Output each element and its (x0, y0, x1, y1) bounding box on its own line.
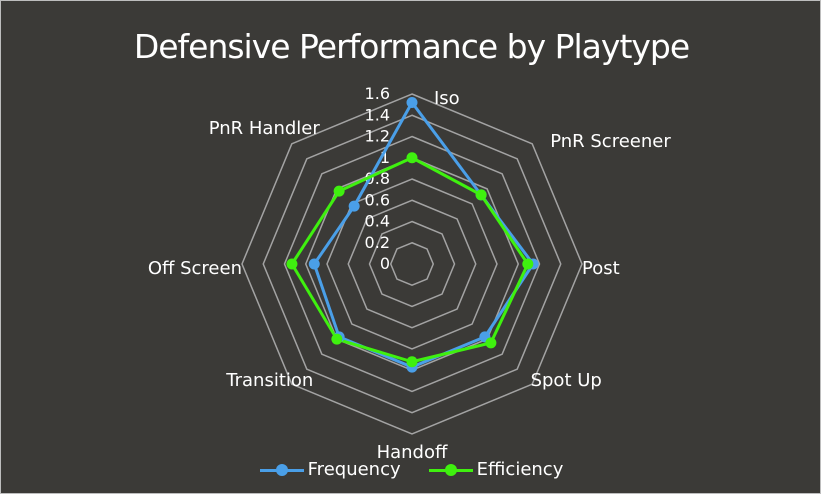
legend-label-frequency: Frequency (307, 459, 401, 480)
tick-label: 1.6 (365, 84, 390, 103)
category-label: Transition (225, 370, 313, 391)
data-point-efficiency (406, 356, 418, 368)
grid-ring-1 (389, 241, 435, 287)
category-label: PnR Screener (550, 131, 671, 152)
tick-label: 1.2 (365, 127, 390, 146)
grid-ring-3 (347, 199, 477, 329)
legend-item-efficiency: Efficiency (428, 459, 564, 480)
data-point-frequency (406, 97, 418, 108)
data-point-frequency (348, 200, 360, 212)
category-label: Spot Up (531, 370, 602, 391)
tick-label: 0.4 (365, 212, 390, 231)
tick-label: 0.2 (365, 233, 390, 252)
tick-label: 0 (380, 254, 390, 273)
data-point-efficiency (286, 258, 298, 270)
grid-ring-2 (368, 220, 456, 308)
data-point-efficiency (485, 337, 497, 349)
category-label: Off Screen (148, 258, 242, 279)
category-label: Iso (434, 88, 460, 109)
data-point-efficiency (522, 258, 534, 270)
tick-label: 1.4 (365, 105, 390, 124)
grid-ring-6 (283, 135, 541, 393)
series-line-efficiency (290, 156, 530, 364)
legend-swatch-frequency (259, 460, 304, 480)
category-label: Post (582, 258, 620, 279)
tick-label: 1 (380, 148, 390, 167)
legend-item-frequency: Frequency (259, 459, 401, 480)
data-point-frequency (308, 258, 320, 270)
tick-label: 0.6 (365, 190, 390, 209)
category-label: PnR Handler (209, 118, 321, 139)
legend: Frequency Efficiency (1, 459, 821, 480)
legend-dot-frequency (275, 463, 288, 476)
legend-dot-efficiency (444, 463, 457, 476)
legend-label-efficiency: Efficiency (476, 459, 564, 480)
grid-ring-8 (241, 93, 583, 435)
category-label: Handoff (377, 442, 448, 463)
data-point-efficiency (333, 185, 345, 197)
legend-swatch-efficiency (428, 460, 473, 480)
data-point-efficiency (475, 189, 487, 201)
data-point-efficiency (406, 152, 418, 164)
grid-ring-7 (262, 114, 562, 414)
data-point-efficiency (331, 333, 343, 345)
chart-title: Defensive Performance by Playtype (133, 27, 690, 66)
